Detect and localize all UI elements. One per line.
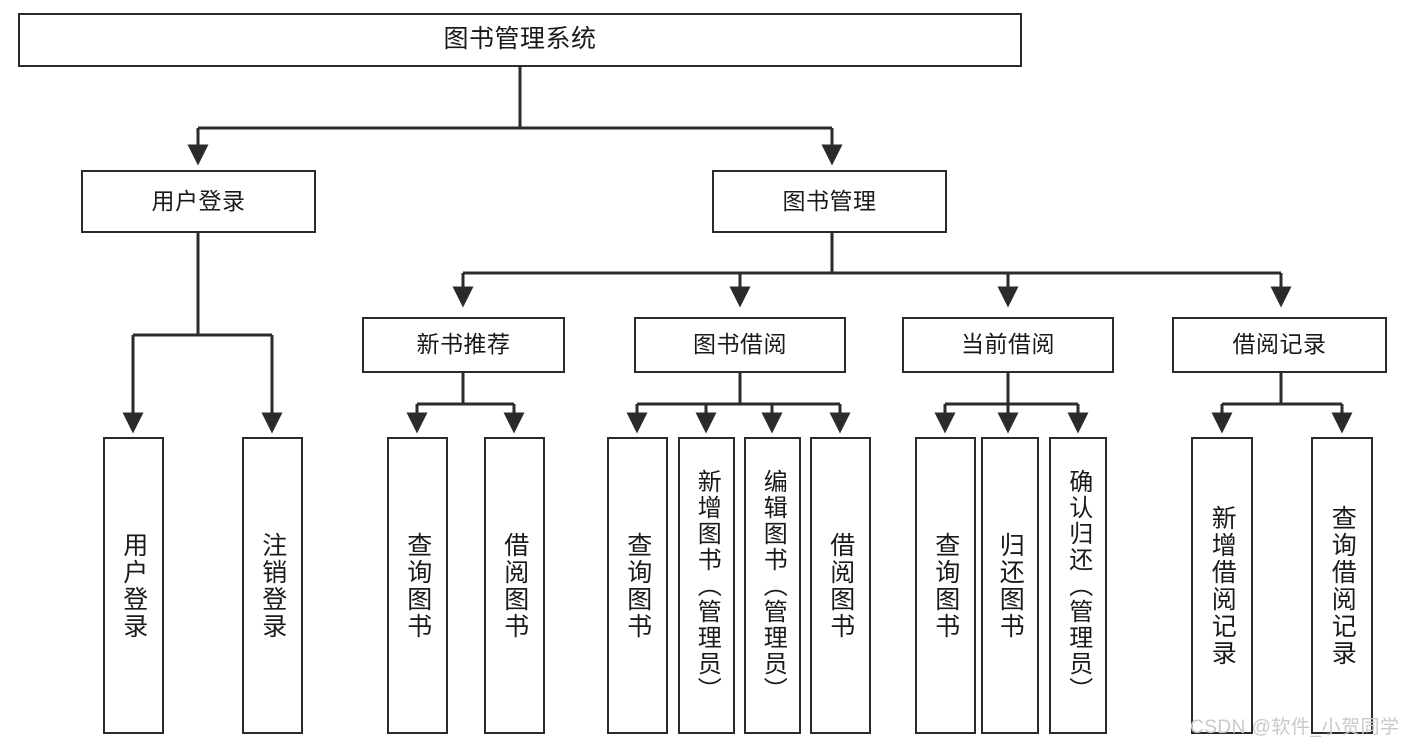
- leaf-borrow-query-book[interactable]: 查询图书: [607, 437, 668, 734]
- node-book-management[interactable]: 图书管理: [712, 170, 947, 233]
- leaf-current-return-book[interactable]: 归还图书: [981, 437, 1039, 734]
- node-label: 新增图书（管理员）: [693, 468, 721, 703]
- node-current-borrow[interactable]: 当前借阅: [902, 317, 1114, 373]
- leaf-borrow-edit-book-admin[interactable]: 编辑图书（管理员）: [744, 437, 801, 734]
- node-label: 图书借阅: [693, 331, 787, 358]
- leaf-borrow-borrow-book[interactable]: 借阅图书: [810, 437, 871, 734]
- node-label: 借阅图书: [826, 531, 855, 640]
- node-label: 用户登录: [119, 531, 148, 640]
- leaf-borrow-add-book-admin[interactable]: 新增图书（管理员）: [678, 437, 735, 734]
- node-label: 借阅记录: [1232, 331, 1327, 358]
- node-label: 图书管理系统: [443, 25, 597, 54]
- leaf-record-query-borrow-record[interactable]: 查询借阅记录: [1311, 437, 1373, 734]
- node-label: 查询借阅记录: [1328, 504, 1357, 667]
- node-user-login[interactable]: 用户登录: [81, 170, 316, 233]
- leaf-record-add-borrow-record[interactable]: 新增借阅记录: [1191, 437, 1253, 734]
- node-book-borrow[interactable]: 图书借阅: [634, 317, 846, 373]
- node-label: 用户登录: [151, 187, 246, 214]
- node-label: 注销登录: [258, 531, 287, 640]
- node-label: 图书管理: [782, 187, 877, 214]
- node-label: 借阅图书: [500, 531, 529, 640]
- node-label: 新增借阅记录: [1208, 504, 1237, 667]
- node-label: 确认归还（管理员）: [1064, 468, 1092, 703]
- node-label: 归还图书: [996, 531, 1025, 640]
- node-borrow-record[interactable]: 借阅记录: [1172, 317, 1387, 373]
- node-new-book-recommend[interactable]: 新书推荐: [362, 317, 565, 373]
- leaf-current-query-book[interactable]: 查询图书: [915, 437, 976, 734]
- node-label: 当前借阅: [961, 331, 1055, 358]
- node-label: 查询图书: [403, 531, 432, 640]
- node-label: 查询图书: [623, 531, 652, 640]
- node-root-system[interactable]: 图书管理系统: [18, 13, 1022, 67]
- leaf-user-logout[interactable]: 注销登录: [242, 437, 303, 734]
- node-label: 查询图书: [931, 531, 960, 640]
- node-label: 新书推荐: [416, 331, 511, 358]
- leaf-current-confirm-return-admin[interactable]: 确认归还（管理员）: [1049, 437, 1107, 734]
- csdn-watermark: CSDN @软件_小贺同学: [1190, 717, 1400, 738]
- leaf-recommend-query-book[interactable]: 查询图书: [387, 437, 448, 734]
- node-label: 编辑图书（管理员）: [759, 468, 787, 703]
- leaf-recommend-borrow-book[interactable]: 借阅图书: [484, 437, 545, 734]
- leaf-user-login[interactable]: 用户登录: [103, 437, 164, 734]
